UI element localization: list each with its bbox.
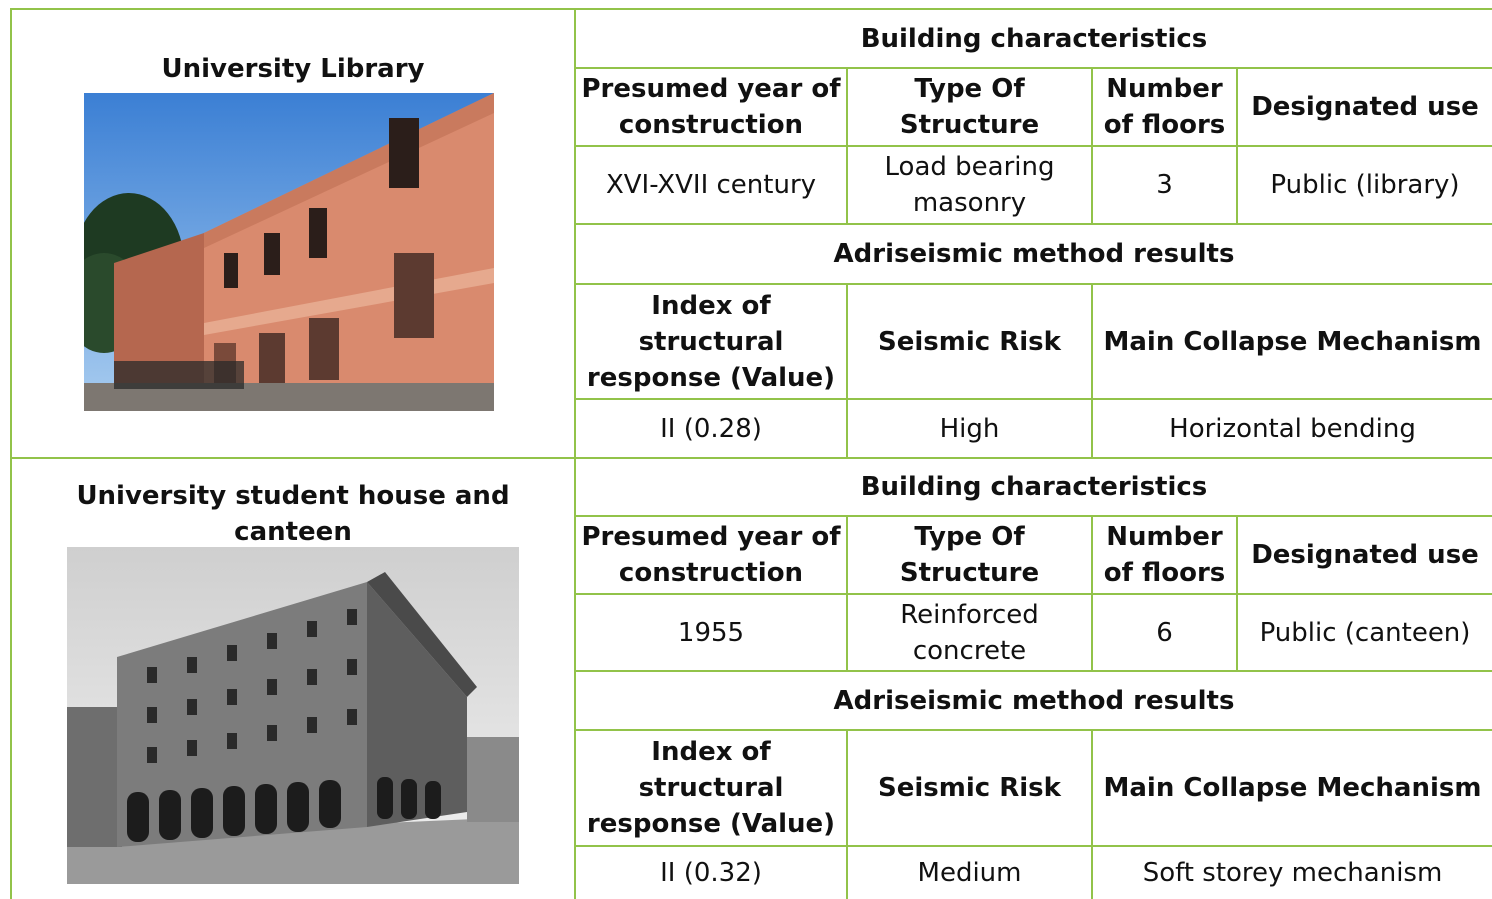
value-use: Public (library): [1270, 170, 1460, 200]
grid-line: [575, 593, 1492, 595]
value-index: II (0.32): [660, 858, 762, 888]
grid-line: [575, 283, 1492, 285]
grid-line: [1091, 284, 1093, 458]
library-photo: [84, 93, 494, 411]
value-floors: 3: [1156, 170, 1173, 200]
header-risk: Seismic Risk: [878, 326, 1061, 357]
header-structure: Type Of Structure: [899, 74, 1040, 140]
characteristics-heading: Building characteristics: [860, 472, 1208, 502]
results-heading: Adriseismic method results: [833, 239, 1235, 269]
grid-line: [1091, 68, 1093, 224]
value-year: XVI-XVII century: [605, 170, 817, 200]
value-structure: Load bearing masonry: [884, 152, 1055, 218]
canteen-photo: [67, 547, 519, 884]
value-floors: 6: [1156, 617, 1173, 648]
header-mechanism: Main Collapse Mechanism: [1103, 326, 1482, 357]
grid-line: [575, 670, 1492, 672]
value-structure: Reinforced concrete: [900, 599, 1039, 666]
value-risk: Medium: [917, 858, 1022, 888]
value-mechanism: Soft storey mechanism: [1142, 858, 1443, 888]
grid-line: [575, 223, 1492, 225]
value-risk: High: [939, 413, 1000, 444]
grid-line: [1091, 516, 1093, 671]
header-floors: Number of floors: [1103, 74, 1226, 140]
column-separator: [574, 8, 576, 899]
header-index: Index of structural response (Value): [586, 737, 836, 839]
grid-line: [575, 729, 1492, 731]
building-title: University student house and canteen: [76, 481, 510, 547]
row-separator: [10, 457, 1492, 459]
header-use: Designated use: [1251, 540, 1479, 570]
header-use: Designated use: [1251, 92, 1479, 122]
header-structure: Type Of Structure: [899, 522, 1040, 588]
grid-line: [575, 398, 1492, 400]
grid-line: [846, 68, 848, 224]
grid-line: [846, 284, 848, 458]
header-mechanism: Main Collapse Mechanism: [1103, 773, 1482, 803]
value-index: II (0.28): [660, 413, 762, 444]
header-floors: Number of floors: [1103, 522, 1226, 588]
characteristics-heading: Building characteristics: [860, 23, 1208, 54]
left-border: [10, 8, 12, 899]
grid-line: [846, 730, 848, 899]
grid-line: [575, 515, 1492, 517]
grid-line: [1091, 730, 1093, 899]
value-mechanism: Horizontal bending: [1169, 413, 1416, 444]
value-year: 1955: [677, 617, 745, 648]
results-heading: Adriseismic method results: [833, 685, 1235, 716]
grid-line: [1236, 68, 1238, 224]
header-risk: Seismic Risk: [878, 773, 1061, 803]
grid-line: [846, 516, 848, 671]
top-border: [10, 8, 1492, 10]
grid-line: [575, 845, 1492, 847]
header-year: Presumed year of construction: [581, 522, 841, 588]
header-index: Index of structural response (Value): [586, 290, 836, 393]
value-use: Public (canteen): [1259, 617, 1471, 648]
header-year: Presumed year of construction: [581, 74, 841, 140]
grid-line: [575, 145, 1492, 147]
grid-line: [1236, 516, 1238, 671]
grid-line: [575, 67, 1492, 69]
building-title: University Library: [161, 54, 425, 84]
